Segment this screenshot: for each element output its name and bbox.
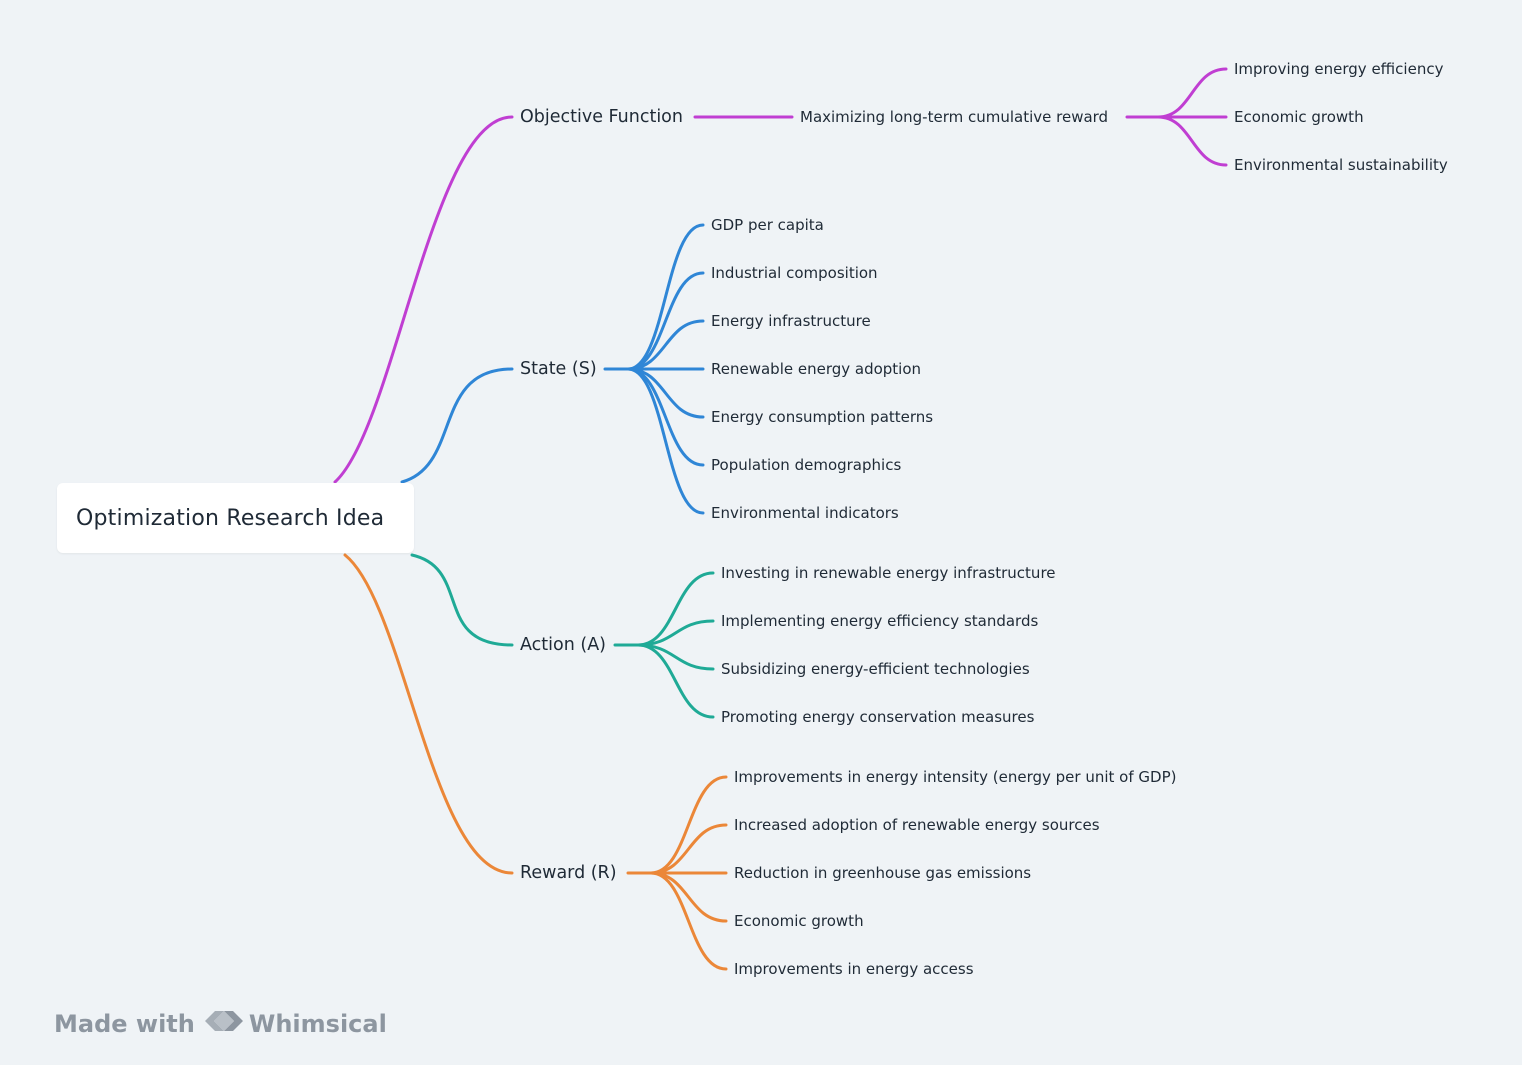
state-child-label[interactable]: Energy consumption patterns (711, 408, 934, 426)
branch-label-state[interactable]: State (S) (520, 359, 597, 379)
reward-child-label[interactable]: Economic growth (734, 912, 864, 930)
root-node[interactable]: Optimization Research Idea (57, 483, 414, 553)
action-child-connector (636, 571, 715, 647)
whimsical-logo-icon (204, 1008, 243, 1040)
action-child-label[interactable]: Investing in renewable energy infrastruc… (721, 564, 1056, 582)
branch-connector-reward (343, 553, 514, 875)
state-child-label[interactable]: Industrial composition (711, 264, 878, 282)
reward-child-connector (649, 871, 728, 923)
state-child-label[interactable]: Energy infrastructure (711, 312, 871, 330)
branch-label-action[interactable]: Action (A) (520, 635, 606, 655)
reward-child-connector (649, 871, 728, 971)
reward-child-label[interactable]: Improvements in energy access (734, 960, 974, 978)
branch-connector-objective (333, 115, 514, 484)
action-child-label[interactable]: Promoting energy conservation measures (721, 708, 1035, 726)
state-child-connector (626, 223, 705, 371)
made-with-whimsical-badge[interactable]: Made with Whimsical (54, 1007, 387, 1041)
reward-child-connector (649, 823, 728, 875)
reward-child-label[interactable]: Improvements in energy intensity (energy… (734, 768, 1177, 786)
action-child-label[interactable]: Implementing energy efficiency standards (721, 612, 1039, 630)
reward-child-label[interactable]: Increased adoption of renewable energy s… (734, 816, 1100, 834)
objective-sub-label[interactable]: Environmental sustainability (1234, 156, 1448, 174)
state-child-label[interactable]: GDP per capita (711, 216, 824, 234)
branch-connector-action (410, 553, 514, 647)
objective-sub-label[interactable]: Economic growth (1234, 108, 1364, 126)
state-child-connector (626, 367, 705, 515)
footer-prefix: Made with (54, 1010, 195, 1038)
state-child-label[interactable]: Population demographics (711, 456, 902, 474)
branch-connector-state (400, 367, 514, 484)
root-node-label: Optimization Research Idea (76, 505, 385, 531)
footer-brand: Whimsical (248, 1010, 387, 1038)
action-child-label[interactable]: Subsidizing energy-efficient technologie… (721, 660, 1030, 678)
objective-child-label[interactable]: Maximizing long-term cumulative reward (800, 108, 1109, 126)
objective-sub-connector (1156, 67, 1228, 119)
state-child-connector (626, 319, 705, 371)
objective-sub-connector (1156, 115, 1228, 167)
reward-child-label[interactable]: Reduction in greenhouse gas emissions (734, 864, 1032, 882)
state-child-connector (626, 367, 705, 467)
branch-label-objective[interactable]: Objective Function (520, 107, 683, 127)
state-child-connector (626, 271, 705, 371)
reward-child-connector (649, 775, 728, 875)
state-child-label[interactable]: Environmental indicators (711, 504, 899, 522)
action-child-connector (636, 643, 715, 719)
branch-label-reward[interactable]: Reward (R) (520, 863, 617, 883)
state-child-label[interactable]: Renewable energy adoption (711, 360, 922, 378)
state-child-connector (626, 367, 705, 419)
objective-sub-label[interactable]: Improving energy efficiency (1234, 60, 1444, 78)
